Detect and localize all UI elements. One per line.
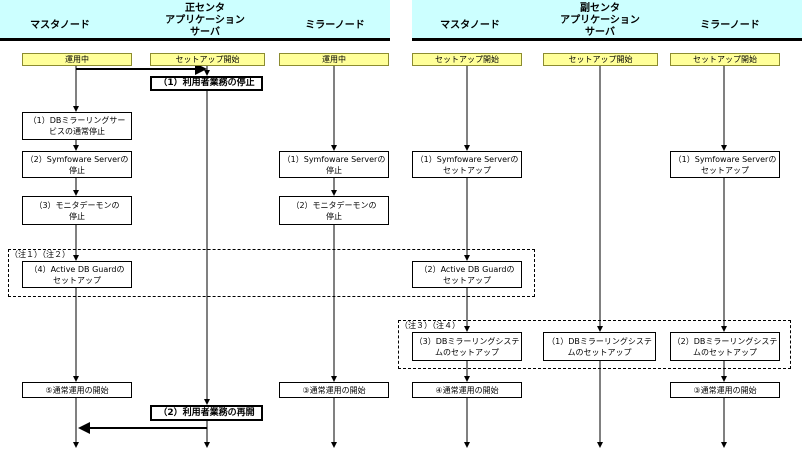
secondary-mirror-step-2: （2）DBミラーリングシステ ムのセットアップ: [670, 332, 780, 361]
secondary-master-status: セットアップ開始: [412, 53, 522, 66]
primary-app-server-status: セットアップ開始: [150, 53, 265, 66]
group-note-3-4: [398, 320, 791, 369]
primary-mirror-status: 運用中: [279, 53, 389, 66]
primary-master-header: マスタノード: [30, 20, 90, 31]
secondary-mirror-step-3: ③通常運用の開始: [670, 382, 780, 398]
secondary-mirror-step-1: （1）Symfoware Serverの セットアップ: [670, 151, 780, 178]
secondary-mirror-header: ミラーノード: [700, 20, 760, 31]
stop-user-operations-step: （1）利用者業務の停止: [150, 76, 263, 91]
primary-mirror-step-1: （1）Symfoware Serverの 停止: [279, 151, 389, 178]
secondary-master-header: マスタノード: [440, 20, 500, 31]
primary-mirror-step-3: ③通常運用の開始: [279, 382, 389, 398]
primary-header-rule: [0, 38, 390, 41]
group-note-1-2: [8, 249, 535, 297]
secondary-master-step-4: ④通常運用の開始: [412, 382, 522, 398]
secondary-center-title: 副センタ: [580, 3, 620, 14]
primary-master-status: 運用中: [22, 53, 132, 66]
primary-center-header: [0, 0, 390, 38]
secondary-app-server-header: アプリケーション サーバ: [560, 15, 640, 38]
primary-master-step-1: （1）DBミラーリングサー ビスの通常停止: [22, 112, 132, 140]
secondary-app-server-status: セットアップ開始: [543, 53, 658, 66]
primary-app-server-header: アプリケーション サーバ: [165, 15, 245, 38]
primary-master-step-5: ⑤通常運用の開始: [22, 382, 132, 398]
secondary-master-step-3: （3）DBミラーリングシステ ムのセットアップ: [412, 332, 522, 361]
primary-center-title: 正センタ: [185, 3, 225, 14]
secondary-header-rule: [412, 38, 802, 41]
secondary-mirror-status: セットアップ開始: [670, 53, 780, 66]
primary-master-step-4: （4）Active DB Guardの セットアップ: [22, 261, 132, 288]
secondary-master-step-1: （1）Symfoware Serverの セットアップ: [412, 151, 522, 178]
secondary-app-server-step-1: （1）DBミラーリングシステ ムのセットアップ: [543, 332, 656, 361]
secondary-center-header: [412, 0, 802, 38]
primary-mirror-header: ミラーノード: [305, 20, 365, 31]
primary-mirror-step-2: （2）モニタデーモンの 停止: [279, 196, 389, 225]
primary-master-step-3: （3）モニタデーモンの 停止: [22, 196, 132, 225]
secondary-master-step-2: （2）Active DB Guardの セットアップ: [412, 261, 522, 288]
note-1-2: （注１）（注２）: [10, 250, 70, 260]
resume-user-operations-step: （2）利用者業務の再開: [150, 405, 263, 421]
note-3-4: （注３）（注４）: [400, 321, 460, 331]
primary-master-step-2: （2）Symfoware Serverの 停止: [22, 151, 132, 178]
